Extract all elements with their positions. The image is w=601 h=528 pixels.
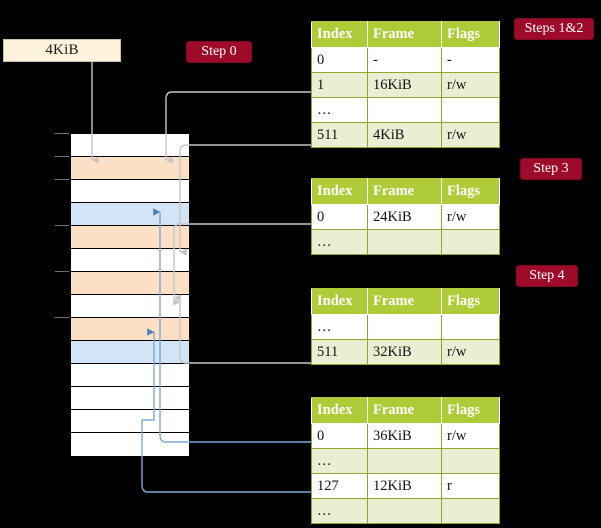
table-cell: r/w xyxy=(441,339,500,365)
table-cell xyxy=(367,498,442,524)
memory-frame-row xyxy=(71,364,189,387)
table-cell xyxy=(441,97,500,123)
table-header-index: Index xyxy=(311,178,368,205)
table-cell: 127 xyxy=(311,473,368,499)
table-cell: 0 xyxy=(311,47,368,73)
table-cell: 32KiB xyxy=(367,339,442,365)
badge-step4: Step 4 xyxy=(516,265,578,287)
memory-frame-row xyxy=(71,433,189,456)
table-cell xyxy=(441,448,500,474)
table-row: … xyxy=(311,498,500,524)
table-row: … xyxy=(311,229,500,255)
table-cell: 511 xyxy=(311,339,368,365)
memory-frame-tick xyxy=(55,225,69,226)
table-header-flags: Flags xyxy=(441,397,500,424)
table-row: … xyxy=(311,314,500,340)
table-header-index: Index xyxy=(311,288,368,315)
table-cell: 36KiB xyxy=(367,423,442,449)
table-cell: … xyxy=(311,498,368,524)
table-cell: 1 xyxy=(311,72,368,98)
wire-pdpt-row0-to-memory xyxy=(173,223,311,302)
table-cell: r/w xyxy=(441,204,500,230)
table-cell xyxy=(367,314,442,340)
table-cell: 511 xyxy=(311,122,368,148)
memory-frame-tick xyxy=(55,317,69,318)
memory-frame-row xyxy=(71,226,189,249)
table-cell: - xyxy=(367,47,442,73)
source-frame-box: 4KiB xyxy=(3,39,121,62)
memory-frame-row xyxy=(71,203,189,226)
table-header-frame: Frame xyxy=(367,21,442,48)
table-cell xyxy=(367,97,442,123)
table-cell: - xyxy=(441,47,500,73)
table-cell: … xyxy=(311,97,368,123)
table-cell xyxy=(367,448,442,474)
table-cell: r/w xyxy=(441,72,500,98)
table-header-flags: Flags xyxy=(441,178,500,205)
table-cell: r/w xyxy=(441,122,500,148)
memory-frame-row xyxy=(71,272,189,295)
table-cell: 16KiB xyxy=(367,72,442,98)
table-cell: … xyxy=(311,448,368,474)
table-header-frame: Frame xyxy=(367,397,442,424)
memory-frame-tick xyxy=(55,179,69,180)
badge-step0: Step 0 xyxy=(186,41,252,63)
table-cell: 0 xyxy=(311,204,368,230)
table-header-flags: Flags xyxy=(441,21,500,48)
memory-frame-row xyxy=(71,180,189,203)
memory-frame-row xyxy=(71,157,189,180)
table-header-frame: Frame xyxy=(367,288,442,315)
table-header-index: Index xyxy=(311,397,368,424)
table-cell: r/w xyxy=(441,423,500,449)
badge-step3: Step 3 xyxy=(520,158,582,180)
memory-frame-row xyxy=(71,410,189,433)
memory-frame-row xyxy=(71,387,189,410)
source-frame-label: 4KiB xyxy=(45,42,79,58)
memory-frame-row xyxy=(71,318,189,341)
table-cell: … xyxy=(311,314,368,340)
table-cell xyxy=(441,498,500,524)
memory-frame-tick xyxy=(55,271,69,272)
table-row: … xyxy=(311,97,500,123)
wire-pml4-row511-to-memory xyxy=(179,144,311,256)
badge-steps1and2: Steps 1&2 xyxy=(514,18,594,40)
table-cell: 0 xyxy=(311,423,368,449)
table-header-frame: Frame xyxy=(367,178,442,205)
memory-frame-row xyxy=(71,134,189,157)
memory-frame-tick xyxy=(55,156,69,157)
table-cell: 4KiB xyxy=(367,122,442,148)
memory-frame-row xyxy=(71,341,189,364)
memory-frame-row xyxy=(71,295,189,318)
table-cell xyxy=(367,229,442,255)
memory-frame-row xyxy=(71,249,189,272)
table-cell: 12KiB xyxy=(367,473,442,499)
memory-frame-tick xyxy=(55,133,69,134)
table-row: 0-- xyxy=(311,47,500,73)
table-row: … xyxy=(311,448,500,474)
table-header-index: Index xyxy=(311,21,368,48)
table-cell: 24KiB xyxy=(367,204,442,230)
wire-pd-row511-to-memory xyxy=(173,298,311,364)
table-cell: r xyxy=(441,473,500,499)
table-cell xyxy=(441,229,500,255)
table-header-flags: Flags xyxy=(441,288,500,315)
physical-memory-column xyxy=(70,133,190,456)
table-cell xyxy=(441,314,500,340)
table-cell: … xyxy=(311,229,368,255)
